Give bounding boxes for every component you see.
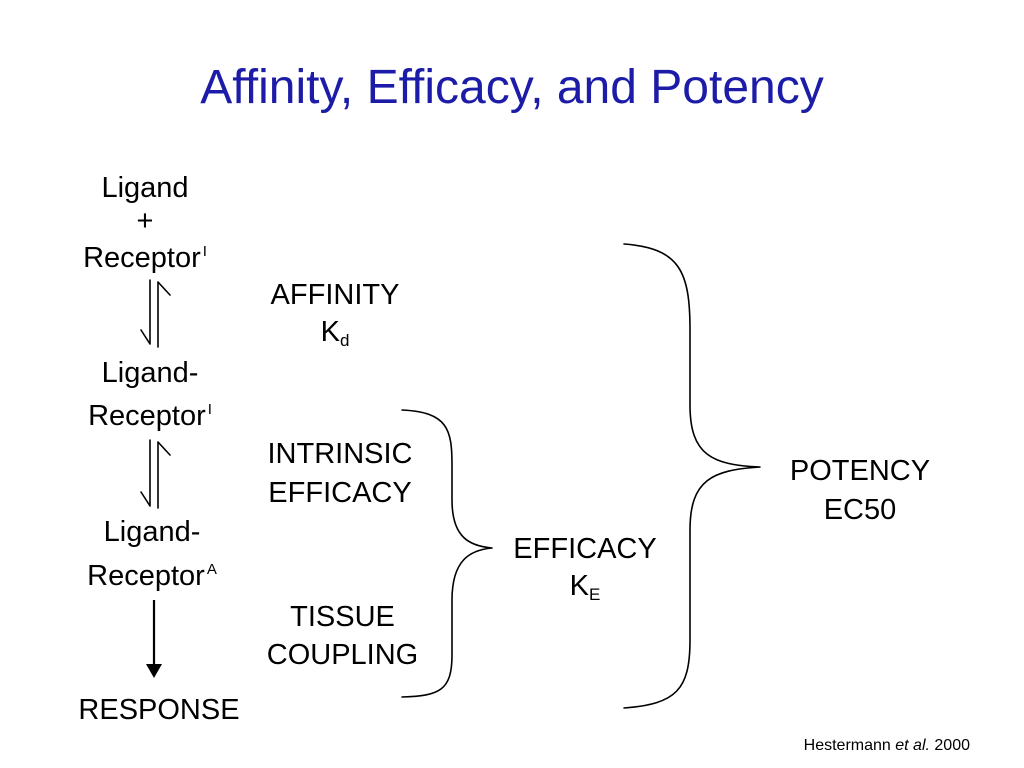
citation-author: Hestermann — [803, 737, 891, 754]
forward-arrow-2 — [140, 439, 151, 507]
ec50-label: EC50 — [823, 494, 897, 526]
potency-brace — [623, 243, 761, 709]
potency-label: POTENCY — [789, 455, 931, 487]
slide-title: Affinity, Efficacy, and Potency — [200, 61, 824, 114]
efficacy-block: EFFICACY KE — [495, 532, 675, 612]
affinity-label: AFFINITY — [270, 279, 400, 311]
receptor-superscript: I — [202, 243, 207, 260]
efficacy-brace — [401, 409, 493, 698]
ke-subscript: E — [589, 585, 601, 604]
citation-etal: et al. — [895, 737, 930, 754]
response-arrow — [146, 600, 162, 678]
reverse-arrow-1 — [157, 281, 171, 348]
ke-symbol: KE — [495, 569, 675, 612]
potency-block: POTENCY EC50 — [770, 454, 950, 527]
state-plus: + — [60, 204, 230, 238]
intrinsic-efficacy-block: INTRINSIC EFFICACY — [240, 437, 440, 510]
kd-subscript: d — [339, 331, 350, 350]
forward-arrow-1 — [140, 279, 151, 345]
equilibrium-arrow-1 — [140, 279, 171, 348]
reverse-arrow-2 — [157, 441, 171, 509]
response-label: RESPONSE — [78, 694, 240, 726]
receptor-label: Receptor — [83, 242, 201, 274]
complex-inactive-line1: Ligand- — [101, 357, 199, 389]
ligand-label: Ligand — [101, 172, 189, 204]
intrinsic-line2: EFFICACY — [268, 477, 412, 509]
complex-active-superscript: A — [206, 561, 217, 578]
complex-active-line1: Ligand- — [103, 516, 201, 548]
ke-base: K — [569, 570, 589, 602]
tissue-line2: COUPLING — [266, 639, 419, 671]
complex-inactive-superscript: I — [207, 401, 212, 418]
intrinsic-line1: INTRINSIC — [267, 438, 413, 470]
plus-sign: + — [136, 205, 154, 237]
tissue-line1: TISSUE — [290, 601, 395, 633]
kd-symbol: Kd — [245, 315, 425, 358]
citation-year: 2000 — [934, 737, 970, 754]
kd-base: K — [320, 316, 340, 348]
affinity-label-block: AFFINITY Kd — [245, 278, 425, 358]
efficacy-label: EFFICACY — [513, 533, 657, 565]
state-ligand: Ligand — [60, 171, 230, 205]
citation: Hestermann et al. 2000 — [804, 736, 970, 756]
equilibrium-arrow-2 — [140, 439, 171, 509]
complex-active-receptor: Receptor — [87, 560, 205, 592]
complex-inactive-receptor: Receptor — [88, 400, 206, 432]
tissue-coupling-block: TISSUE COUPLING — [240, 600, 445, 672]
state-response: RESPONSE — [54, 693, 264, 727]
